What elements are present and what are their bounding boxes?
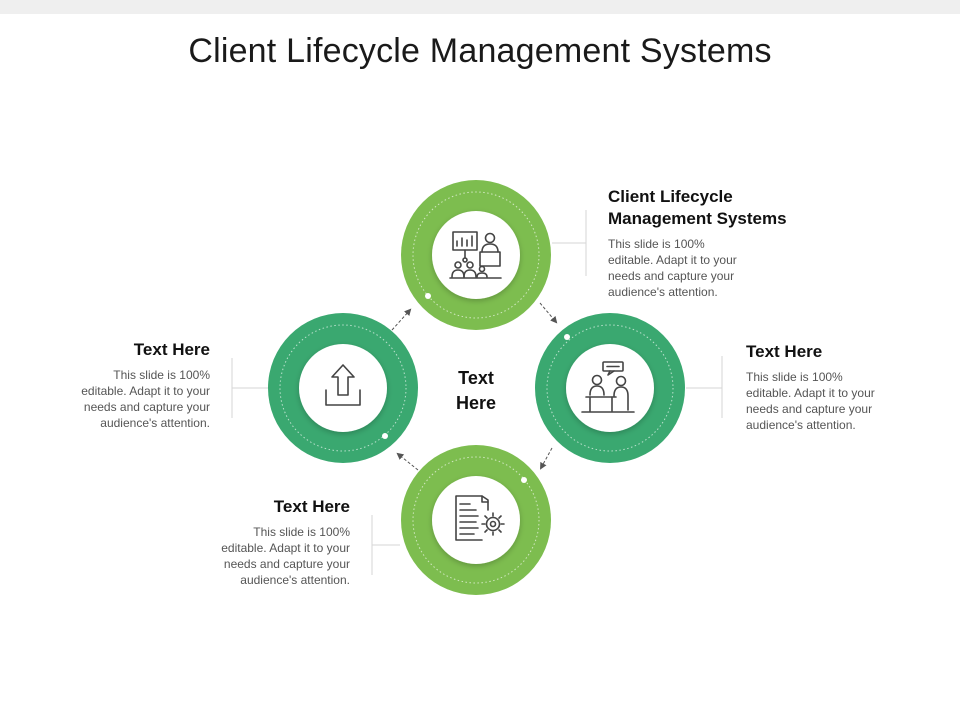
document-settings-icon <box>455 495 505 541</box>
cycle-node-left <box>268 313 418 463</box>
text-block-top: Client Lifecycle Management Systems This… <box>608 186 838 300</box>
block-heading: Text Here <box>133 340 210 359</box>
cycle-node-bottom <box>401 445 551 595</box>
body-line: audience's attention. <box>608 285 718 299</box>
body-line: needs and capture your <box>746 402 873 416</box>
cycle-node-right <box>535 313 685 463</box>
body-line: needs and capture your <box>83 400 210 414</box>
body-line: needs and capture your <box>223 557 350 571</box>
block-heading: Text Here <box>746 342 823 361</box>
center-label-line-2: Here <box>455 393 497 413</box>
text-block-right: Text Here This slide is 100% editable. A… <box>746 341 926 433</box>
flow-arrows <box>391 302 558 471</box>
body-line: editable. Adapt it to your <box>81 384 210 398</box>
connector-lines <box>231 210 723 575</box>
body-line: This slide is 100% <box>746 370 843 384</box>
block-body: This slide is 100% editable. Adapt it to… <box>608 236 838 300</box>
block-body: This slide is 100% editable. Adapt it to… <box>746 369 926 433</box>
cycle-node-top <box>401 180 551 330</box>
meeting-icon <box>581 361 635 413</box>
center-label: Text Here <box>436 366 516 416</box>
upload-icon <box>325 364 361 406</box>
text-block-bottom: Text Here This slide is 100% editable. A… <box>170 496 350 588</box>
center-label-line-1: Text <box>458 368 494 388</box>
block-body: This slide is 100% editable. Adapt it to… <box>170 524 350 588</box>
body-line: audience's attention. <box>746 418 856 432</box>
block-heading-line-1: Client Lifecycle <box>608 187 733 206</box>
body-line: editable. Adapt it to your <box>746 386 875 400</box>
block-heading: Client Lifecycle Management Systems <box>608 186 838 230</box>
body-line: needs and capture your <box>608 269 735 283</box>
block-body: This slide is 100% editable. Adapt it to… <box>30 367 210 431</box>
body-line: This slide is 100% <box>113 368 210 382</box>
page-title: Client Lifecycle Management Systems <box>188 32 772 70</box>
body-line: This slide is 100% <box>608 237 705 251</box>
presentation-icon <box>449 231 502 279</box>
block-heading-line-2: Management Systems <box>608 209 787 228</box>
block-heading: Text Here <box>273 497 350 516</box>
body-line: editable. Adapt it to your <box>608 253 737 267</box>
top-strip <box>0 0 960 14</box>
body-line: audience's attention. <box>240 573 350 587</box>
body-line: audience's attention. <box>100 416 210 430</box>
body-line: editable. Adapt it to your <box>221 541 350 555</box>
text-block-left: Text Here This slide is 100% editable. A… <box>30 339 210 431</box>
body-line: This slide is 100% <box>253 525 350 539</box>
